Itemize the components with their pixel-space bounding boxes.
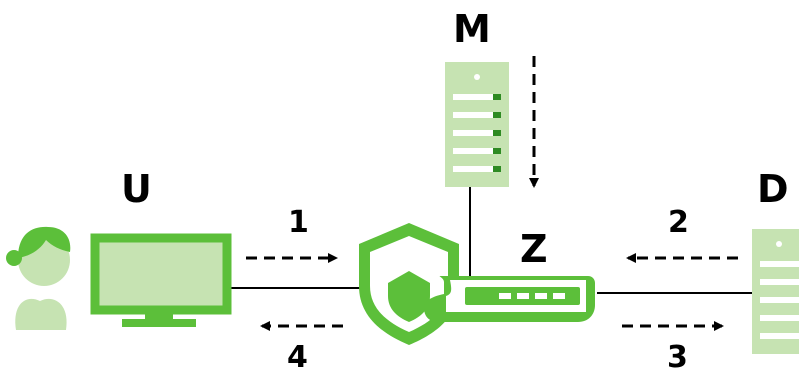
- router-icon: [424, 276, 595, 322]
- label-step-1: 1: [288, 205, 309, 240]
- label-management-server: M: [453, 7, 491, 51]
- label-user: U: [121, 167, 152, 211]
- flow-arrows: [246, 56, 738, 331]
- shield-icon: [359, 223, 459, 345]
- label-device: Z: [520, 227, 548, 271]
- label-step-4: 4: [287, 340, 308, 375]
- connection-lines: [228, 187, 752, 294]
- person-icon: [6, 226, 71, 330]
- label-destination: D: [757, 167, 789, 211]
- monitor-icon: [90, 233, 232, 327]
- label-step-2: 2: [668, 205, 689, 240]
- server-icon-m: [445, 62, 509, 187]
- server-icon-d: [752, 229, 799, 354]
- label-step-3: 3: [667, 340, 688, 375]
